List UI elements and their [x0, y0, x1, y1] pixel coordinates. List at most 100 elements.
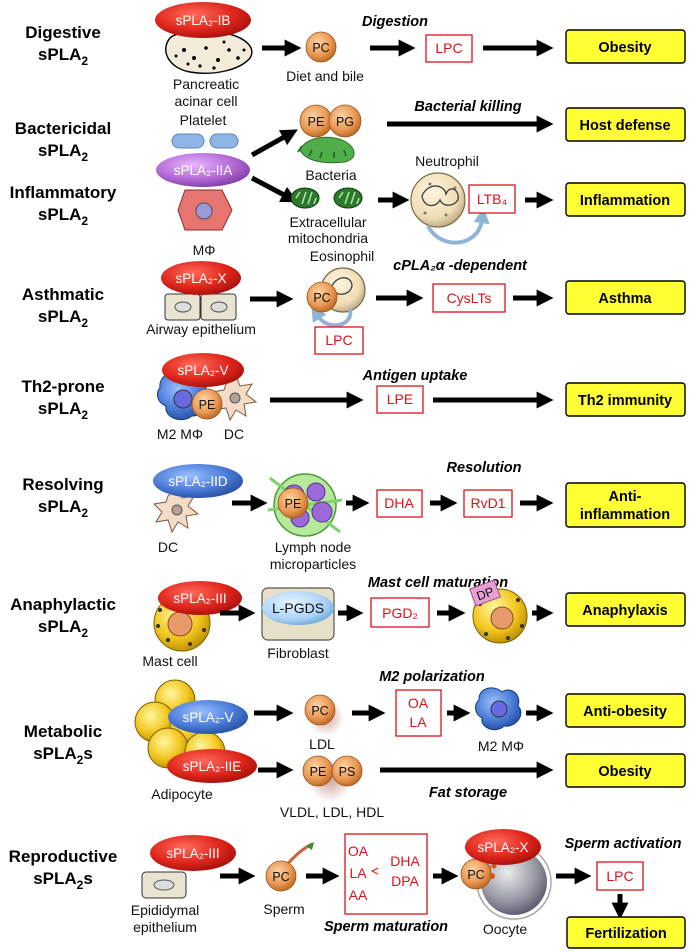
- platelet-caption: Platelet: [180, 112, 227, 128]
- lipid-pc-digestive-label: PC: [312, 41, 329, 55]
- enzyme-spla2-iie-label: sPLA₂-IIE: [183, 759, 242, 774]
- process-bacterial-killing: Bacterial killing: [414, 99, 521, 115]
- mediator-cyslts-label: CysLTs: [447, 290, 492, 306]
- mediator-lpc-box: [425, 34, 473, 63]
- conversion-chevron: [370, 867, 379, 875]
- fatty-acid-aa-repro: AA: [349, 887, 368, 903]
- mediator-lpc-asthmatic-box: [314, 326, 364, 355]
- outcome-anti-obesity-label: Anti-obesity: [583, 704, 667, 720]
- row-inflammatory: Inflammatory sPLA2 Extracellular mitocho…: [10, 153, 686, 246]
- outcome-asthma-label: Asthma: [598, 291, 652, 307]
- platelet-shape-2: [209, 133, 239, 149]
- neutrophil-nucleus: [421, 185, 459, 207]
- enzyme-spla2-iia: [156, 153, 250, 187]
- process-sperm-maturation: Sperm maturation: [324, 919, 448, 935]
- epididymal-caption-2: epithelium: [133, 919, 197, 935]
- lipid-pe-bacteria-label: PE: [308, 115, 325, 129]
- process-digestion: Digestion: [362, 14, 428, 30]
- diet-and-bile-caption: Diet and bile: [286, 68, 364, 84]
- lipid-pc-digestive: [305, 31, 337, 63]
- dc-caption: DC: [224, 426, 244, 442]
- enzyme-spla2-ib: [155, 2, 251, 38]
- l-pgds-enzyme: [262, 591, 334, 625]
- neutrophil-cell: [410, 172, 466, 228]
- outcome-anti-obesity-box: [565, 693, 686, 728]
- lipid-pg-bacteria-label: PG: [336, 115, 354, 129]
- mediator-oa-la-box: [395, 689, 442, 737]
- epididymal-nucleus: [153, 879, 175, 891]
- fatty-acid-dpa-repro: DPA: [391, 873, 419, 889]
- process-resolution: Resolution: [447, 460, 522, 476]
- mediator-fatty-acids-box: [344, 833, 428, 915]
- outcome-obesity-box: [565, 29, 686, 64]
- row-anaphylactic: Anaphylactic sPLA2 sPLA₂-III Mast cell L…: [10, 575, 686, 669]
- dp-receptor-shape: [469, 579, 501, 607]
- fatty-acid-la: LA: [409, 714, 427, 730]
- row-label-reproductive: Reproductive: [9, 847, 118, 866]
- lipid-ps-metabolic-label: PS: [339, 765, 356, 779]
- mediator-rvd1-box: [463, 489, 513, 518]
- row-label-bactericidal: Bactericidal: [15, 119, 111, 138]
- enzyme-spla2-v-metabolic: [168, 700, 248, 734]
- row-bactericidal: Bactericidal sPLA2 Platelet sPLA₂-IIA MΦ…: [15, 99, 686, 258]
- outcome-obesity-label: Obesity: [598, 40, 651, 56]
- extracellular-caption-2: mitochondria: [288, 230, 368, 246]
- adipocyte-caption: Adipocyte: [151, 786, 213, 802]
- process-sperm-activation: Sperm activation: [565, 836, 682, 852]
- mediator-lpe-label: LPE: [387, 391, 413, 407]
- mitochondria-shapes: [290, 187, 363, 209]
- lipid-pc-metabolic: [304, 694, 336, 726]
- enzyme-spla2-v-th2-label: sPLA₂-V: [177, 363, 228, 378]
- row-label-metabolic-enzyme: sPLA2s: [33, 744, 93, 767]
- neutrophil-granules: [423, 182, 457, 217]
- enzyme-spla2-iia-label: sPLA₂-IIA: [174, 163, 233, 178]
- process-fat-storage: Fat storage: [429, 785, 507, 801]
- m2-macrophage-caption: M2 MΦ: [157, 426, 203, 442]
- platelet-shape-1: [171, 133, 205, 149]
- outcome-th2-immunity-label: Th2 immunity: [578, 393, 672, 409]
- dp-receptor-label: DP: [475, 584, 496, 603]
- process-mast-cell-maturation: Mast cell maturation: [368, 575, 508, 591]
- lymph-node-caption-1: Lymph node: [275, 539, 352, 555]
- outcome-anti-inflammation-line2: inflammation: [580, 507, 670, 523]
- lipid-pg-bacteria: [328, 104, 362, 138]
- lymph-node-caption-2: microparticles: [270, 556, 356, 572]
- acinar-granules: [174, 40, 246, 70]
- mediator-dha-label: DHA: [384, 495, 414, 511]
- extracellular-caption-1: Extracellular: [289, 214, 366, 230]
- process-m2-polarization: M2 polarization: [379, 669, 485, 685]
- lipid-pc-asthmatic-label: PC: [313, 291, 330, 305]
- row-label-resolving: Resolving: [22, 475, 103, 494]
- ldl-caption: LDL: [309, 736, 335, 752]
- m2-macrophage-metabolic-caption: M2 MΦ: [478, 738, 524, 754]
- fatty-acid-oa: OA: [408, 695, 429, 711]
- row-metabolic: Metabolic sPLA2s sPLA₂-V sPLA₂-IIE Adipo…: [24, 669, 686, 820]
- outcome-anaphylaxis-label: Anaphylaxis: [582, 603, 667, 619]
- fatty-acid-la-repro: LA: [349, 865, 367, 881]
- row-label-digestive-enzyme: sPLA2: [38, 45, 88, 68]
- airway-nucleus-1: [174, 301, 192, 313]
- mediator-lpe-box: [376, 385, 424, 414]
- oocyte-caption: Oocyte: [483, 921, 528, 937]
- enzyme-spla2-v-th2: [162, 353, 244, 387]
- outcome-th2-immunity-box: [565, 382, 686, 417]
- arrow-bactericidal-up: [250, 129, 298, 158]
- macrophage-caption: MΦ: [193, 242, 216, 258]
- row-label-asthmatic-enzyme: sPLA2: [38, 307, 88, 330]
- l-pgds-label: L-PGDS: [272, 600, 324, 616]
- lipid-pc-metabolic-label: PC: [311, 704, 328, 718]
- outcome-inflammation-label: Inflammation: [580, 193, 670, 209]
- row-label-digestive: Digestive: [25, 23, 101, 42]
- m2-macrophage-nucleus: [173, 389, 193, 409]
- outcome-obesity-metabolic-label: Obesity: [598, 764, 651, 780]
- row-label-asthmatic: Asthmatic: [22, 285, 104, 304]
- row-digestive: Digestive sPLA2 sPLA₂-IB Pancreatic acin…: [25, 2, 686, 109]
- row-asthmatic: Asthmatic sPLA2 sPLA₂-X Airway epitheliu…: [22, 248, 686, 355]
- resolving-dc-nucleus: [171, 504, 183, 516]
- mast-cell-caption: Mast cell: [142, 653, 197, 669]
- enzyme-spla2-x-label: sPLA₂-X: [175, 271, 226, 286]
- outcome-host-defense-box: [565, 107, 686, 142]
- row-label-inflammatory-enzyme: sPLA2: [38, 205, 88, 228]
- mediator-pgd2-box: [370, 597, 430, 628]
- arrow-bactericidal-down: [250, 175, 299, 203]
